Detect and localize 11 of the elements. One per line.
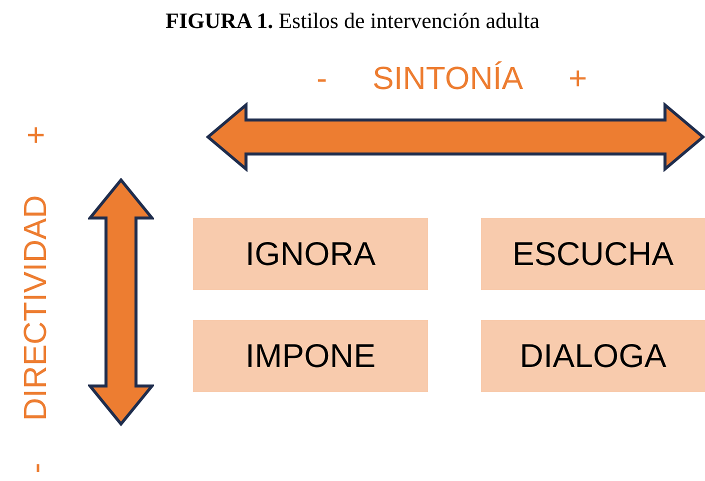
quadrant-box: IGNORA	[193, 218, 428, 290]
figure-title: FIGURA 1. Estilos de intervención adulta	[164, 8, 540, 34]
axis-title: SINTONÍA	[372, 62, 524, 94]
quadrant-box: DIALOGA	[481, 320, 705, 392]
quadrant-box: IMPONE	[193, 320, 428, 392]
plus-sign: +	[568, 62, 588, 94]
quadrant-box: ESCUCHA	[481, 218, 705, 290]
minus-sign: -	[316, 62, 328, 94]
axis-title: DIRECTIVIDAD	[18, 195, 51, 421]
plus-sign: +	[18, 126, 51, 144]
minus-sign: -	[18, 462, 51, 474]
